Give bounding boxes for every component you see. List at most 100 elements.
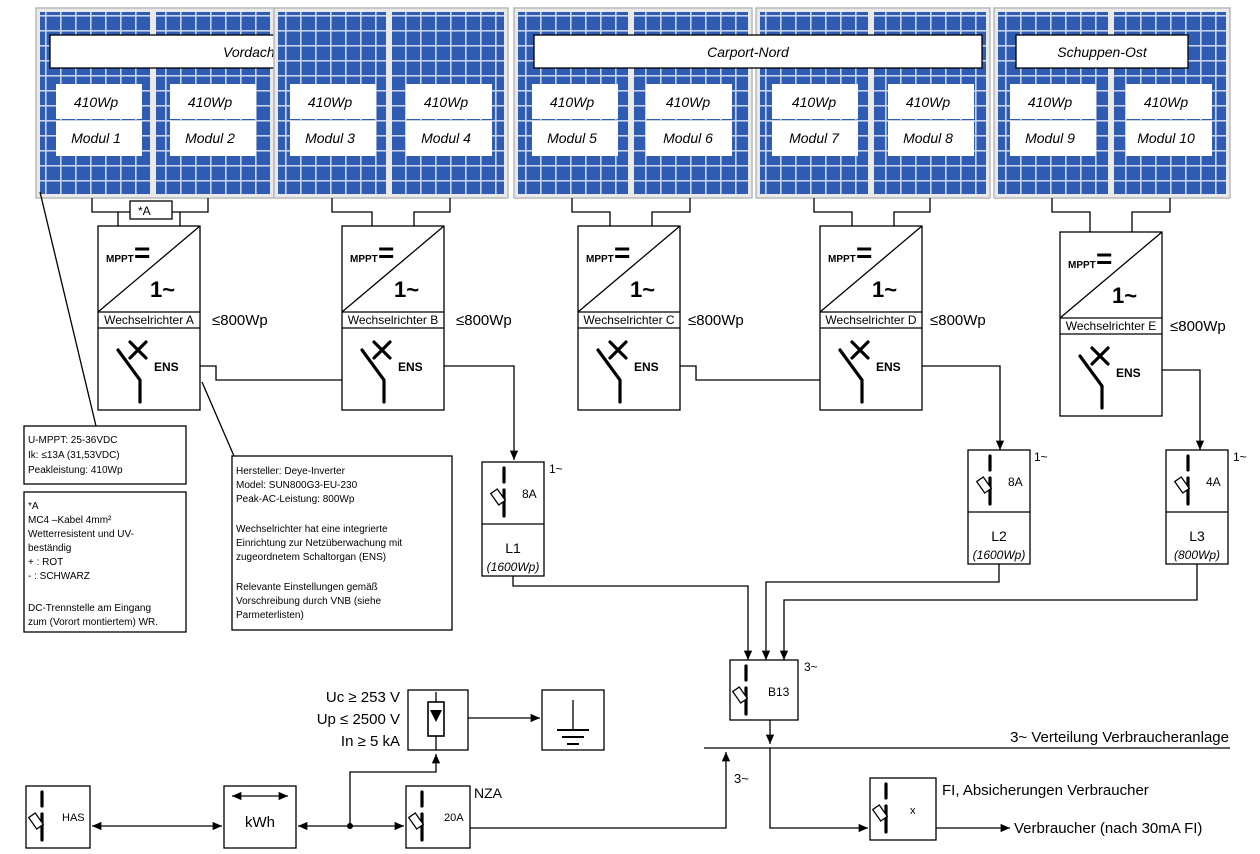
fuse-l2-phase: 1~ [1034, 450, 1048, 464]
module-note-box [23, 425, 187, 485]
fuse-l3-phase: 1~ [1233, 450, 1247, 464]
nza-rating: 20A [444, 812, 464, 824]
module-7-power: 410Wp [792, 94, 837, 110]
ac-symbol: 1~ [1112, 283, 1137, 308]
ens-label: ENS [154, 360, 179, 374]
breaker-b13-phase: 3~ [804, 660, 818, 674]
earth-ground [541, 689, 605, 751]
distribution-label: 3~ Verteilung Verbraucheranlage [1010, 729, 1229, 746]
consumer-fuse-label: FI, Absicherungen Verbraucher [942, 782, 1149, 799]
inverter-d-limit: ≤800Wp [930, 312, 986, 329]
module-1-power: 410Wp [74, 94, 119, 110]
nza-label: NZA [474, 785, 503, 801]
fuse-l2-power: (1600Wp) [973, 548, 1026, 562]
fuse-l1-phase: 1~ [549, 462, 563, 476]
module-6-power: 410Wp [666, 94, 711, 110]
module-10-name: Modul 10 [1137, 130, 1195, 146]
distribution-phase: 3~ [734, 771, 749, 786]
fuse-l2: 8A L2 (1600Wp) [967, 449, 1031, 565]
module-4-power: 410Wp [424, 94, 469, 110]
breaker-b13-label: B13 [768, 685, 790, 699]
inverter-e-label: Wechselrichter E [1066, 319, 1156, 333]
module-note-line-1: U-MPPT: 25-36VDC [28, 435, 117, 446]
cable-note-line-1: *A [28, 501, 39, 512]
cable-note-line-9: zum (Vorort montiertem) WR. [28, 617, 158, 628]
mppt-label: MPPT [350, 254, 378, 265]
module-3-name: Modul 3 [305, 130, 355, 146]
module-2-power: 410Wp [188, 94, 233, 110]
fuse-l1-power: (1600Wp) [487, 560, 540, 574]
module-4-name: Modul 4 [421, 130, 471, 146]
surge-uc: Uc ≥ 253 V [326, 689, 400, 706]
inverter-a-limit: ≤800Wp [212, 312, 268, 329]
inverter-b-limit: ≤800Wp [456, 312, 512, 329]
cable-note-line-2: MC4 –Kabel 4mm² [28, 515, 112, 526]
consumer-label: Verbraucher (nach 30mA FI) [1014, 820, 1202, 837]
surge-up: Up ≤ 2500 V [317, 711, 400, 728]
module-8-name: Modul 8 [903, 130, 953, 146]
dc-symbol: = [856, 237, 872, 268]
dc-symbol: = [614, 237, 630, 268]
ac-symbol: 1~ [630, 277, 655, 302]
dc-wiring [91, 198, 1171, 232]
module-note-line-2: Ik: ≤13A (31,53VDC) [28, 450, 120, 461]
ac-symbol: 1~ [872, 277, 897, 302]
module-10-power: 410Wp [1144, 94, 1189, 110]
energy-meter: kWh [223, 785, 297, 849]
fuse-l2-name: L2 [991, 528, 1007, 544]
ac-symbol: 1~ [394, 277, 419, 302]
surge-in: In ≥ 5 kA [341, 733, 400, 750]
inverter-e: MPPT = 1~ Wechselrichter E ENS [1059, 231, 1163, 417]
breaker-b13: B13 [729, 659, 799, 721]
dc-symbol: = [134, 237, 150, 268]
mppt-label: MPPT [586, 254, 614, 265]
inverter-e-limit: ≤800Wp [1170, 318, 1226, 335]
consumer-fuse: x [869, 777, 937, 841]
inverter-note-line-1: Hersteller: Deye-Inverter [236, 466, 346, 477]
module-3-power: 410Wp [308, 94, 353, 110]
inverter-note-line-7: zugeordnetem Schaltorgan (ENS) [236, 552, 386, 563]
inverter-note-box [231, 455, 453, 631]
inverter-d-label: Wechselrichter D [825, 313, 916, 327]
fuse-l1-rating: 8A [522, 487, 537, 501]
fuse-l1-name: L1 [505, 540, 521, 556]
module-6-name: Modul 6 [663, 130, 713, 146]
module-note-line-3: Peakleistung: 410Wp [28, 465, 123, 476]
inverter-a: MPPT = 1~ Wechselrichter A ENS [97, 225, 201, 411]
surge-protection-device [407, 689, 469, 751]
module-1-name: Modul 1 [71, 130, 121, 146]
module-2-name: Modul 2 [185, 130, 235, 146]
has-box: HAS [25, 785, 91, 849]
module-labels: 410Wp Modul 1 410Wp Modul 2 410Wp Modul … [56, 84, 1212, 156]
cable-note-line-4: beständig [28, 543, 71, 554]
ens-label: ENS [398, 360, 423, 374]
inverter-note-line-10: Vorschreibung durch VNB (siehe [236, 596, 382, 607]
module-7-name: Modul 7 [789, 130, 840, 146]
inverter-c: MPPT = 1~ Wechselrichter C ENS [577, 225, 681, 411]
inverter-note-line-9: Relevante Einstellungen gemäß [236, 582, 378, 593]
consumer-fuse-rating: x [910, 805, 916, 817]
inverter-note-line-3: Peak-AC-Leistung: 800Wp [236, 494, 355, 505]
group-label-carport-nord: Carport-Nord [707, 44, 790, 60]
module-5-name: Modul 5 [547, 130, 597, 146]
module-9-power: 410Wp [1028, 94, 1073, 110]
inverter-note-line-11: Parmeterlisten) [236, 610, 304, 621]
fuse-l2-rating: 8A [1008, 475, 1023, 489]
dc-symbol: = [378, 237, 394, 268]
mppt-label: MPPT [1068, 260, 1096, 271]
cable-note-line-8: DC-Trennstelle am Eingang [28, 603, 151, 614]
group-label-schuppen-ost: Schuppen-Ost [1057, 44, 1148, 60]
inverter-b: MPPT = 1~ Wechselrichter B ENS [341, 225, 445, 411]
ens-label: ENS [1116, 366, 1141, 380]
inverter-b-label: Wechselrichter B [348, 313, 438, 327]
inverter-c-limit: ≤800Wp [688, 312, 744, 329]
inverter-a-label: Wechselrichter A [104, 313, 194, 327]
cable-note-line-6: - : SCHWARZ [28, 571, 90, 582]
inverter-c-label: Wechselrichter C [583, 313, 674, 327]
module-5-power: 410Wp [550, 94, 595, 110]
ens-label: ENS [876, 360, 901, 374]
feed-lines-b13 [512, 564, 1198, 660]
cable-note-line-5: + : ROT [28, 557, 63, 568]
inverter-note-line-5: Wechselrichter hat eine integrierte [236, 524, 388, 535]
